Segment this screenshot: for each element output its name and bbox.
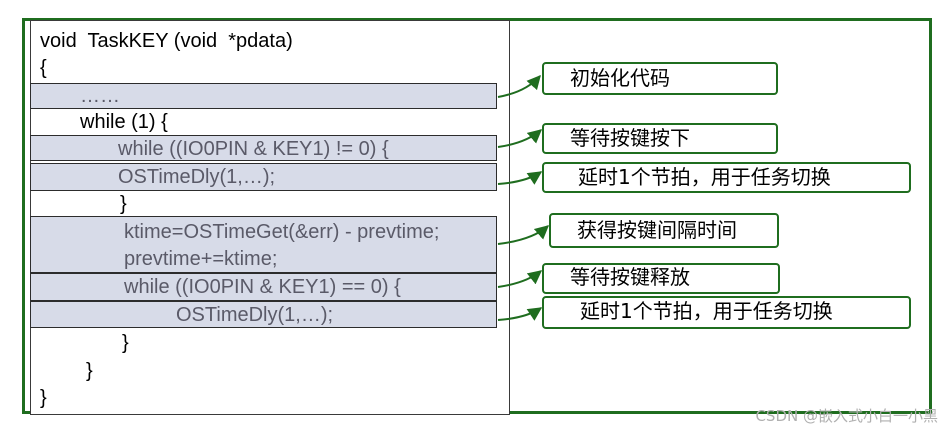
code-line-prevtime: prevtime+=ktime; <box>124 248 278 270</box>
code-line-close-brace-func: } <box>40 387 47 409</box>
watermark: CSDN @嵌入式小白一小黑 <box>755 407 938 425</box>
callout-delay-2: 延时1个节拍，用于任务切换 <box>542 296 911 329</box>
callout-delay-1: 延时1个节拍，用于任务切换 <box>542 162 911 193</box>
code-line-ktime: ktime=OSTimeGet(&err) - prevtime; <box>124 221 440 243</box>
highlight-get-interval <box>30 216 497 273</box>
highlight-delay-2 <box>30 301 497 328</box>
callout-wait-press: 等待按键按下 <box>542 123 778 154</box>
code-line-wait-release: while ((IO0PIN & KEY1) == 0) { <box>124 276 401 298</box>
highlight-wait-press <box>30 135 497 161</box>
code-line-delay-2: OSTimeDly(1,…); <box>176 304 334 326</box>
code-line-open-brace: { <box>40 57 47 79</box>
highlight-wait-release <box>30 273 497 301</box>
code-line-close-brace-inner-2: } <box>122 332 129 354</box>
code-line-close-brace-inner-1: } <box>120 193 127 215</box>
highlight-init <box>30 83 497 109</box>
callout-init: 初始化代码 <box>542 62 778 95</box>
code-line-wait-press: while ((IO0PIN & KEY1) != 0) { <box>118 138 389 160</box>
code-line-close-brace-while: } <box>86 360 93 382</box>
code-line-while-loop: while (1) { <box>80 111 168 133</box>
code-line-delay-1: OSTimeDly(1,…); <box>118 166 276 188</box>
highlight-delay-1 <box>30 163 497 191</box>
code-line-ellipsis: …… <box>80 85 120 107</box>
code-line-signature: void TaskKEY (void *pdata) <box>40 30 293 52</box>
callout-get-interval: 获得按键间隔时间 <box>549 213 779 248</box>
callout-wait-release: 等待按键释放 <box>542 263 780 294</box>
